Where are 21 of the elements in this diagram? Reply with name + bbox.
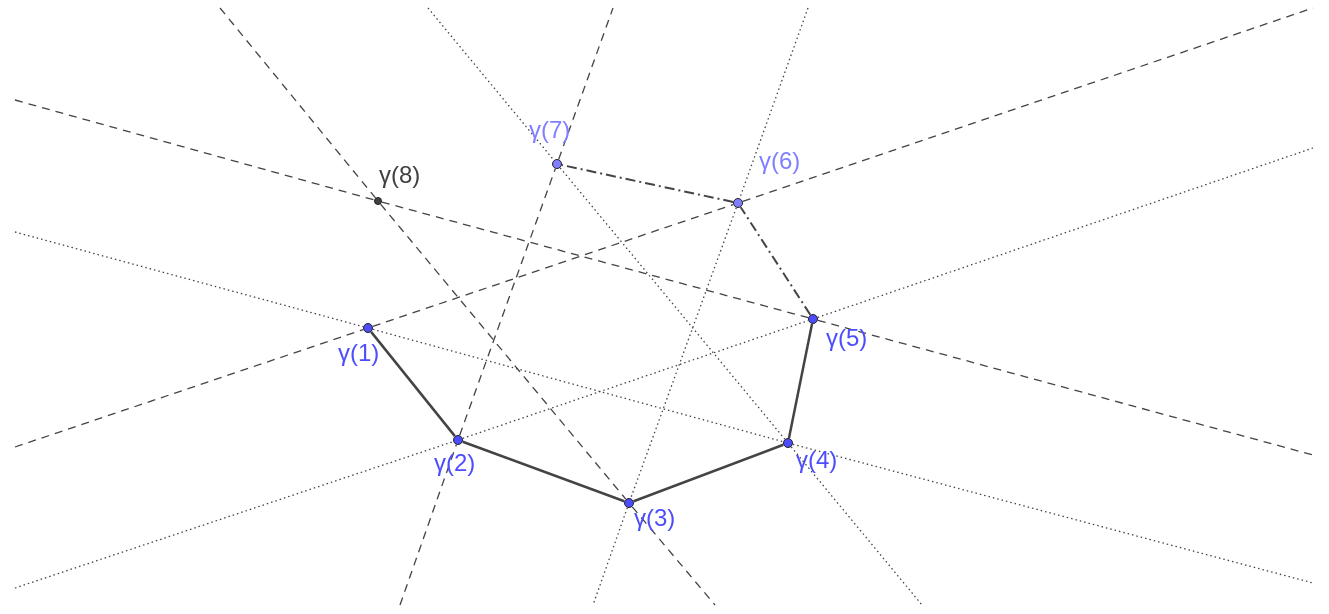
point-label: γ(3) bbox=[634, 506, 676, 530]
line-segment bbox=[560, 164, 735, 203]
line-segment bbox=[630, 207, 737, 499]
line-segment bbox=[459, 168, 556, 436]
point-label: γ(8) bbox=[379, 163, 421, 187]
line-segment bbox=[787, 323, 814, 439]
line-segment bbox=[633, 443, 784, 503]
point-label: γ(5) bbox=[826, 326, 868, 350]
point-label: γ(7) bbox=[529, 118, 571, 142]
line-segment bbox=[739, 206, 812, 316]
point-label: γ(6) bbox=[759, 149, 801, 173]
line-segment bbox=[372, 203, 734, 328]
point-label: γ(1) bbox=[338, 341, 380, 365]
line-segment bbox=[370, 331, 456, 437]
point-label: γ(4) bbox=[796, 448, 838, 472]
line-segment bbox=[462, 440, 625, 503]
line-segment bbox=[372, 328, 784, 443]
line-segment bbox=[559, 167, 786, 440]
line-segment bbox=[379, 203, 627, 500]
point-label: γ(2) bbox=[434, 451, 476, 475]
line-segment bbox=[381, 201, 809, 319]
